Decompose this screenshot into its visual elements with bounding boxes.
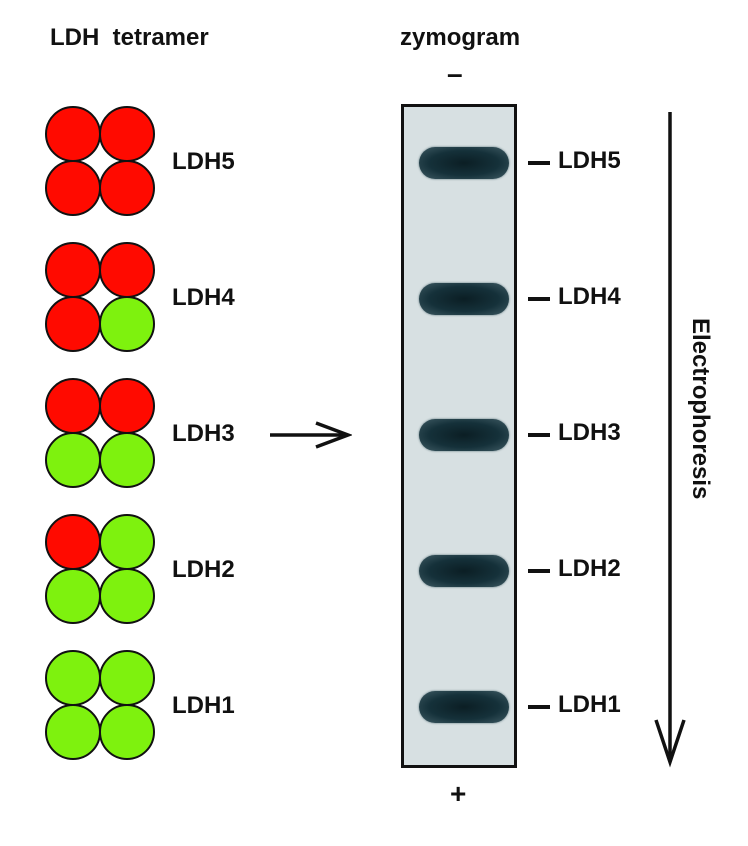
anode-sign: + <box>450 778 467 809</box>
green-subunit-circle <box>45 704 101 760</box>
red-subunit-circle <box>45 514 101 570</box>
tetramer-ldh5 <box>45 106 157 218</box>
red-subunit-circle <box>45 378 101 434</box>
down-arrow-icon <box>654 112 686 768</box>
tetramer-label: LDH5 <box>172 148 235 175</box>
green-subunit-circle <box>45 650 101 706</box>
right-arrow-icon <box>270 421 352 449</box>
green-subunit-circle <box>99 432 155 488</box>
band-ldh5 <box>419 147 509 179</box>
green-subunit-circle <box>99 650 155 706</box>
red-subunit-circle <box>99 242 155 298</box>
band-tick <box>528 569 550 573</box>
tetramer-label: LDH4 <box>172 284 235 311</box>
red-subunit-circle <box>99 160 155 216</box>
cathode-sign: – <box>447 58 463 89</box>
tetramer-ldh1 <box>45 650 157 762</box>
band-ldh3 <box>419 419 509 451</box>
red-subunit-circle <box>99 378 155 434</box>
band-label: LDH1 <box>558 691 621 718</box>
green-subunit-circle <box>45 432 101 488</box>
tetramer-title: LDH tetramer <box>50 24 209 51</box>
red-subunit-circle <box>45 242 101 298</box>
tetramer-label: LDH3 <box>172 420 235 447</box>
green-subunit-circle <box>45 568 101 624</box>
green-subunit-circle <box>99 704 155 760</box>
tetramer-ldh2 <box>45 514 157 626</box>
band-label: LDH2 <box>558 555 621 582</box>
zymogram-title: zymogram <box>400 24 521 51</box>
band-tick <box>528 161 550 165</box>
band-tick <box>528 433 550 437</box>
green-subunit-circle <box>99 568 155 624</box>
band-label: LDH3 <box>558 419 621 446</box>
band-ldh2 <box>419 555 509 587</box>
red-subunit-circle <box>45 106 101 162</box>
band-ldh4 <box>419 283 509 315</box>
tetramer-label: LDH1 <box>172 692 235 719</box>
green-subunit-circle <box>99 296 155 352</box>
red-subunit-circle <box>99 106 155 162</box>
zymogram-gel <box>401 104 517 768</box>
band-tick <box>528 297 550 301</box>
band-ldh1 <box>419 691 509 723</box>
band-tick <box>528 705 550 709</box>
band-label: LDH5 <box>558 147 621 174</box>
electrophoresis-label: Electrophoresis <box>687 318 714 500</box>
band-label: LDH4 <box>558 283 621 310</box>
green-subunit-circle <box>99 514 155 570</box>
tetramer-label: LDH2 <box>172 556 235 583</box>
red-subunit-circle <box>45 296 101 352</box>
red-subunit-circle <box>45 160 101 216</box>
tetramer-ldh3 <box>45 378 157 490</box>
tetramer-ldh4 <box>45 242 157 354</box>
